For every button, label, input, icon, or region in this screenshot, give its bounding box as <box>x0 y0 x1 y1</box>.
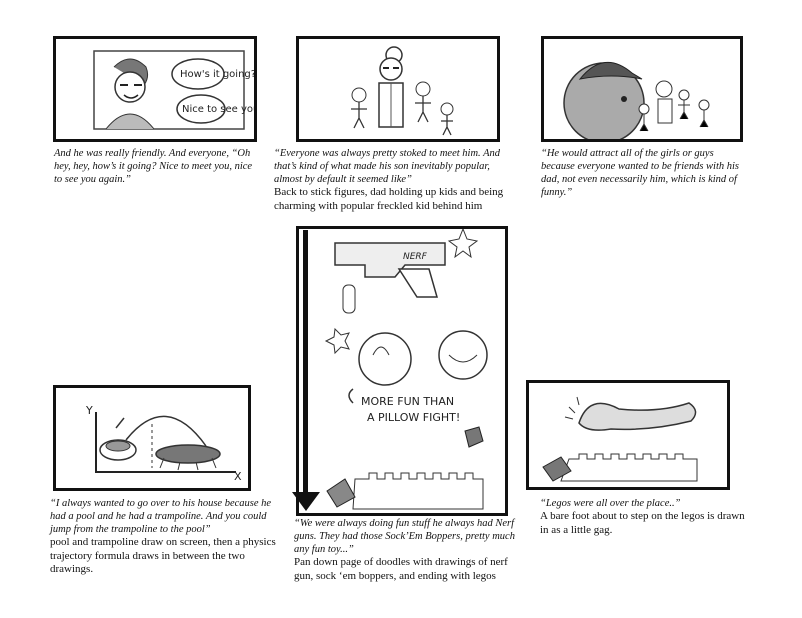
panel-4-description: Pan down page of doodles with drawings o… <box>294 556 508 582</box>
panel-4-sketch: NERF MORE FUN THAN A PILLOW FIGHT! <box>324 229 488 510</box>
storyboard-panel-3 <box>541 36 743 142</box>
panel-2-quote: “Everyone was always pretty stoked to me… <box>274 148 501 185</box>
panel-2-caption: “Everyone was always pretty stoked to me… <box>274 147 504 213</box>
panel-5-caption: “I always wanted to go over to his house… <box>50 497 286 577</box>
panel-3-caption: “He would attract all of the girls or gu… <box>541 147 741 199</box>
panel-4-caption: “We were always doing fun stuff he alway… <box>294 517 526 583</box>
panel-5-quote: “I always wanted to go over to his house… <box>50 498 272 535</box>
storyboard-panel-2 <box>296 36 500 142</box>
panel-2-description: Back to stick figures, dad holding up ki… <box>274 186 504 212</box>
panel-2-sketch <box>351 46 454 136</box>
storyboard-panel-1: How's it going? Nice to see you <box>53 36 257 142</box>
storyboard-panel-6 <box>526 380 730 490</box>
storyboard-panel-5: Y X <box>53 385 251 491</box>
axis-x-label: X <box>234 470 242 483</box>
speech-bubble-2-text: Nice to see you <box>182 104 254 115</box>
panel-6-description: A bare foot about to step on the legos i… <box>540 510 745 536</box>
panel-3-sketch <box>563 61 710 139</box>
panel-5-description: pool and trampoline draw on screen, then… <box>50 536 276 575</box>
panel-6-caption: “Legos were all over the place..” A bare… <box>540 497 750 537</box>
panel-1-sketch: How's it going? Nice to see you <box>93 50 254 130</box>
panel-4-quote: “We were always doing fun stuff he alway… <box>294 518 515 555</box>
pan-down-arrow <box>292 230 320 511</box>
axis-y-label: Y <box>85 404 93 417</box>
storyboard-panel-4: NERF MORE FUN THAN A PILLOW FIGHT! <box>296 226 508 516</box>
speech-bubble-1-text: How's it going? <box>180 69 254 80</box>
panel-1-quote: And he was really friendly. And everyone… <box>54 148 253 185</box>
panel-1-caption: And he was really friendly. And everyone… <box>54 147 259 186</box>
panel-3-quote: “He would attract all of the girls or gu… <box>541 148 739 198</box>
panel-6-quote: “Legos were all over the place..” <box>540 498 681 509</box>
doodle-text-line-1: MORE FUN THAN <box>361 395 454 408</box>
panel-5-sketch: Y X <box>85 404 242 483</box>
doodle-text-line-2: A PILLOW FIGHT! <box>367 411 460 424</box>
panel-6-sketch <box>542 396 698 482</box>
nerf-gun-label: NERF <box>403 252 428 262</box>
